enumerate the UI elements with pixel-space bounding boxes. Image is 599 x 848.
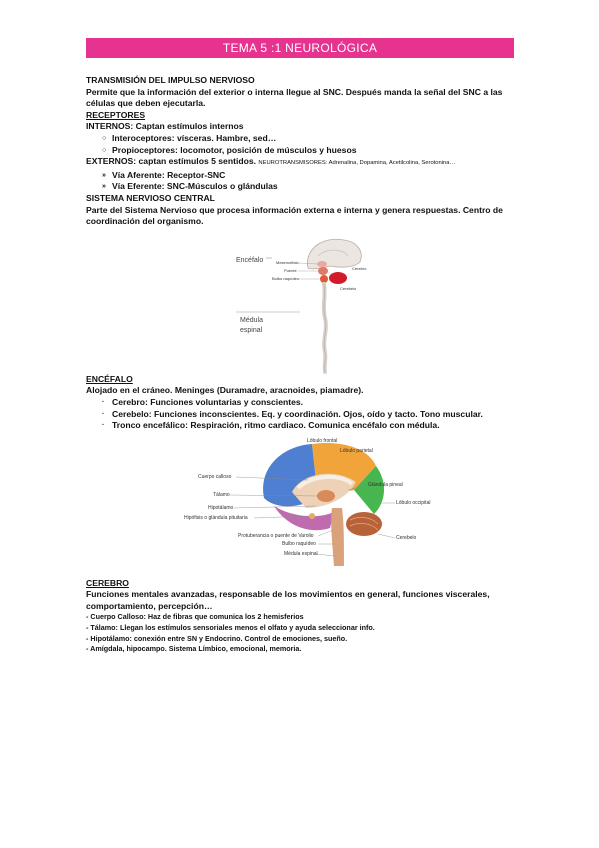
medula-label: Médula espinal — [284, 551, 318, 557]
tronco-shape — [331, 507, 344, 566]
cerebelo-shape — [329, 271, 347, 284]
list-item: - Hipotálamo: conexión entre SN y Endocr… — [86, 633, 348, 643]
externos-text: EXTERNOS: captan estímulos 5 sentidos. N… — [86, 156, 516, 170]
arrow-bullet-icon: » — [102, 183, 106, 191]
list-item: » Vía Aferente: Receptor-SNC — [86, 170, 516, 182]
talamo-label: Tálamo — [213, 492, 230, 498]
list-item: - Cuerpo Calloso: Haz de fibras que comu… — [86, 612, 304, 622]
tick-bullet-icon: · — [102, 422, 105, 430]
snc-heading: SISTEMA NERVIOSO CENTRAL — [86, 192, 215, 203]
tick-bullet-icon: · — [102, 410, 105, 418]
mesencefalo-label: Mesencéfalo — [276, 260, 299, 265]
encefalo-label: Encéfalo — [236, 257, 263, 264]
document-body: TRANSMISIÓN DEL IMPULSO NERVIOSO Permite… — [86, 75, 516, 655]
hipofisis-shape — [309, 512, 315, 519]
talamo-shape — [317, 489, 335, 502]
lobulo-temporal-shape — [274, 505, 334, 530]
list-item-text: Cerebro: Funciones voluntarias y conscie… — [112, 396, 304, 407]
brain-diagram: Cuerpo calloso Tálamo Hipotálamo Hipófis… — [184, 438, 430, 566]
list-item-text: Cerebelo: Funciones inconscientes. Eq. y… — [112, 408, 483, 419]
cerebelo-label: Cerebelo — [396, 535, 417, 541]
medula-label-1: Médula — [240, 317, 263, 324]
internos-text: INTERNOS: Captan estímulos internos — [86, 121, 244, 132]
list-item: » Vía Eferente: SNC-Músculos o glándulas — [86, 181, 516, 193]
brain-figure: Cuerpo calloso Tálamo Hipotálamo Hipófis… — [86, 438, 516, 570]
hipotalamo-label: Hipotálamo — [208, 505, 234, 511]
medula-label-2: espinal — [240, 327, 263, 334]
page-title: TEMA 5 :1 NEUROLÓGICA — [222, 41, 378, 55]
list-item: - Tálamo: Llegan los estímulos sensorial… — [86, 623, 375, 633]
bulbo-shape — [320, 274, 328, 283]
cerebelo-label: Cerebelo — [340, 286, 357, 291]
hipofisis-label: Hipófisis o glándula pituitaria — [184, 515, 248, 521]
glandula-pineal-label: Glándula pineal — [368, 482, 403, 488]
list-item-text: Tronco encefálico: Respiración, ritmo ca… — [112, 420, 440, 431]
bulbo-label: Bulbo raquídeo — [282, 541, 316, 547]
cerebro-shape — [307, 238, 362, 269]
cerebelo-shape — [346, 511, 382, 536]
lobulo-occipital-label: Lóbulo occipital — [396, 500, 430, 506]
tick-bullet-icon: · — [102, 398, 105, 406]
puente-label: Puente — [284, 268, 297, 273]
list-item-text: Vía Aferente: Receptor-SNC — [112, 169, 226, 180]
neurotransmisores-note: NEUROTRANSMISORES: Adrenalina, Dopamina,… — [258, 160, 456, 167]
bulbo-label: Bulbo raquídeo — [272, 276, 300, 281]
transmision-text: Permite que la información del exterior … — [86, 86, 503, 109]
list-item: ○ Propioceptores: locomotor, posición de … — [86, 145, 516, 157]
puente-shape — [318, 266, 328, 275]
lobulo-parietal-label: Lóbulo parietal — [340, 448, 373, 454]
lobulo-occipital-shape — [354, 465, 385, 514]
cerebro-heading: CEREBRO — [86, 577, 129, 588]
mesencefalo-shape — [317, 260, 327, 267]
lobulo-frontal-label: Lóbulo frontal — [307, 438, 337, 444]
snc-figure: Encéfalo Mesencéfalo Puente Bulbo raquíd… — [86, 234, 516, 374]
list-item-text: Interoceptores: vísceras. Hambre, sed… — [112, 132, 277, 143]
externos-label: EXTERNOS: captan estímulos 5 sentidos. — [86, 156, 257, 167]
encefalo-text: Alojado en el cráneo. Meninges (Duramadr… — [86, 385, 364, 396]
list-item: - Amígdala, hipocampo. Sistema Límbico, … — [86, 644, 302, 654]
snc-text: Parte del Sistema Nervioso que procesa i… — [86, 204, 503, 227]
list-item-text: Vía Eferente: SNC-Músculos o glándulas — [112, 181, 278, 192]
encefalo-heading: ENCÉFALO — [86, 373, 133, 384]
snc-diagram: Encéfalo Mesencéfalo Puente Bulbo raquíd… — [236, 238, 367, 374]
circle-bullet-icon: ○ — [102, 146, 107, 154]
page-title-banner: TEMA 5 :1 NEUROLÓGICA — [86, 38, 514, 58]
list-item: · Cerebro: Funciones voluntarias y consci… — [86, 397, 516, 409]
protuberancia-label: Protuberancia o puente de Varolio — [238, 533, 314, 539]
list-item-text: Propioceptores: locomotor, posición de m… — [112, 144, 357, 155]
cerebro-label: Cerebro — [352, 266, 367, 271]
arrow-bullet-icon: » — [102, 171, 106, 179]
cuerpo-calloso-label: Cuerpo calloso — [198, 474, 232, 480]
list-item: · Cerebelo: Funciones inconscientes. Eq. … — [86, 409, 516, 421]
transmision-heading: TRANSMISIÓN DEL IMPULSO NERVIOSO — [86, 75, 255, 85]
cerebro-text: Funciones mentales avanzadas, responsabl… — [86, 589, 490, 611]
list-item: · Tronco encefálico: Respiración, ritmo c… — [86, 420, 516, 432]
list-item: ○ Interoceptores: vísceras. Hambre, sed… — [86, 133, 516, 145]
receptores-heading: RECEPTORES — [86, 109, 146, 120]
circle-bullet-icon: ○ — [102, 134, 107, 142]
